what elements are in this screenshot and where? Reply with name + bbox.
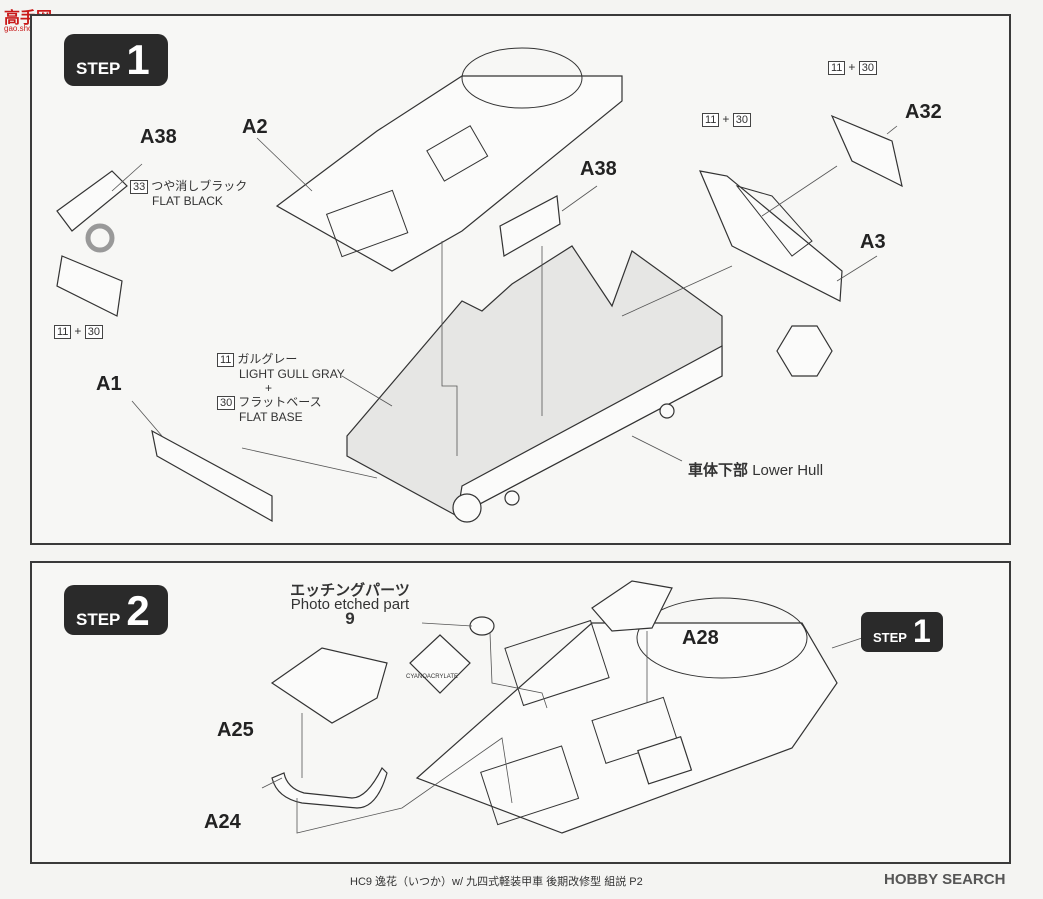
part-label-a38-mid: A38 [580, 158, 617, 180]
lower-hull-label: 車体下部 Lower Hull [688, 462, 824, 479]
etched-part-9 [469, 616, 495, 636]
part-label-a2: A2 [242, 116, 268, 138]
part-label-a28: A28 [682, 627, 719, 649]
a1-plate [151, 429, 273, 523]
part-label-a25: A25 [217, 719, 254, 741]
a38-back-plate [56, 255, 123, 317]
step2-panel: STEP 2 エッチングパーツ Photo etched part 9 CYAN… [30, 561, 1011, 864]
paint-code-left: 11+ 30 [54, 324, 106, 339]
hobby-search-watermark: HOBBY SEARCH [884, 871, 1006, 888]
paint-code-a32: 11+ 30 [828, 60, 880, 75]
step-number: 1 [126, 36, 150, 83]
hull-top [415, 622, 838, 834]
step-word: STEP [76, 610, 121, 629]
a2-roof-plate [275, 75, 623, 272]
watermark-url: gao.shou.com [4, 24, 54, 33]
step-word: STEP [873, 630, 907, 645]
paint-code-a3: 11+ 30 [702, 112, 754, 127]
glue-hex-icon [776, 325, 833, 377]
step1-badge: STEP 1 [64, 34, 168, 86]
a3-panel [699, 170, 843, 302]
part-label-a24: A24 [204, 811, 241, 833]
step1-drawing [56, 47, 903, 523]
step1-reference-badge: STEP 1 [861, 612, 943, 652]
a32-window [830, 114, 903, 188]
part-label-a1: A1 [96, 373, 122, 395]
step2-drawing [261, 580, 863, 834]
part-label-a3: A3 [860, 231, 886, 253]
step-number: 2 [126, 587, 150, 634]
cyanoacrylate-icon [409, 634, 471, 694]
a28-hatch [591, 580, 673, 632]
cyanoacrylate-label: CYANOACRYLATE [406, 674, 459, 680]
part-label-a38-left: A38 [140, 126, 177, 148]
etched-part-label: エッチングパーツ Photo etched part 9 [290, 582, 410, 628]
page-footer: HC9 逸花（いつか）w/ 九四式軽装甲車 後期改修型 組説 P2 [350, 876, 643, 888]
a24-frame [271, 766, 388, 809]
part-label-a32: A32 [905, 101, 942, 123]
step-word: STEP [76, 59, 121, 78]
step2-badge: STEP 2 [64, 585, 168, 635]
a38-mid-plate [499, 195, 561, 257]
a38-left-plate [56, 170, 128, 232]
step-number: 1 [912, 613, 931, 649]
a25-hatch [270, 647, 388, 724]
